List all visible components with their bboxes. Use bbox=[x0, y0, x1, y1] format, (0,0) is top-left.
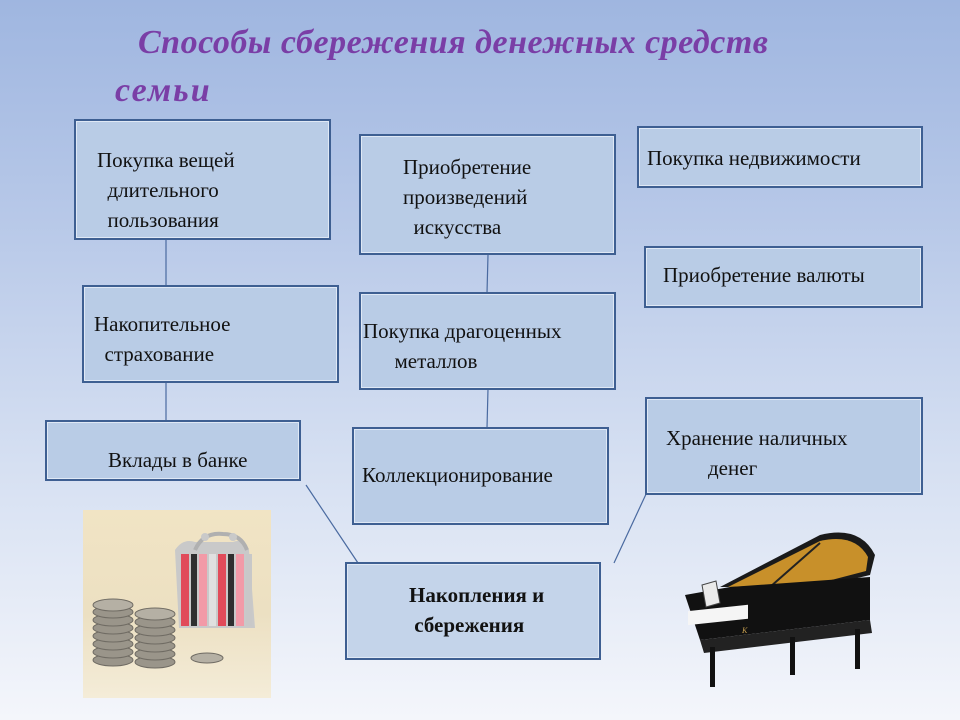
box-art-line: Приобретение bbox=[403, 155, 532, 179]
box-art-line: произведений bbox=[403, 185, 528, 209]
box-currency-line: Приобретение валюты bbox=[663, 263, 865, 287]
box-durable-goods-line: Покупка вещей bbox=[97, 148, 235, 172]
svg-text:K: K bbox=[741, 626, 748, 635]
diagram-title: Способы сбережения денежных средств семь… bbox=[0, 0, 960, 110]
grand-piano-illustration: K bbox=[685, 532, 875, 687]
box-cash-line: денег bbox=[666, 456, 758, 480]
coins-purse-image bbox=[83, 510, 271, 698]
box-real-estate-line: Покупка недвижимости bbox=[647, 146, 861, 170]
box-collecting-line: Коллекционирование bbox=[362, 463, 553, 487]
box-insurance-line: Накопительное bbox=[94, 312, 231, 336]
box-insurance-line: страхование bbox=[94, 342, 215, 366]
box-insurance: Накопительное страхование bbox=[82, 285, 339, 383]
box-art-line: искусства bbox=[403, 215, 502, 239]
box-real-estate: Покупка недвижимости bbox=[637, 126, 923, 188]
box-cash: Хранение наличных денег bbox=[645, 397, 923, 495]
connector-deposits-center bbox=[305, 484, 359, 564]
box-center-line: Накопления и bbox=[409, 583, 545, 607]
box-durable-goods: Покупка вещей длительного пользования bbox=[74, 119, 331, 240]
box-center-savings: Накопления и сбережения bbox=[345, 562, 601, 660]
box-art: Приобретение произведений искусства bbox=[359, 134, 616, 255]
box-cash-line: Хранение наличных bbox=[666, 426, 848, 450]
box-currency: Приобретение валюты bbox=[644, 246, 923, 308]
box-collecting: Коллекционирование bbox=[352, 427, 609, 525]
connector-cash-center bbox=[613, 491, 648, 564]
box-metals: Покупка драгоценных металлов bbox=[359, 292, 616, 390]
box-metals-line: металлов bbox=[363, 349, 478, 373]
connector-art-metals bbox=[486, 254, 489, 294]
box-durable-goods-line: пользования bbox=[97, 208, 219, 232]
box-deposits: Вклады в банке bbox=[45, 420, 301, 481]
box-metals-line: Покупка драгоценных bbox=[363, 319, 562, 343]
box-durable-goods-line: длительного bbox=[97, 178, 219, 202]
box-deposits-line: Вклады в банке bbox=[108, 448, 248, 472]
connector-metals-collecting bbox=[486, 388, 489, 429]
box-center-line: сбережения bbox=[409, 613, 525, 637]
title-line-1: Способы сбережения денежных средств bbox=[138, 24, 769, 61]
piano-image: K bbox=[670, 525, 880, 695]
coins-purse-illustration bbox=[92, 531, 255, 669]
title-line-2: семьи bbox=[115, 72, 212, 109]
